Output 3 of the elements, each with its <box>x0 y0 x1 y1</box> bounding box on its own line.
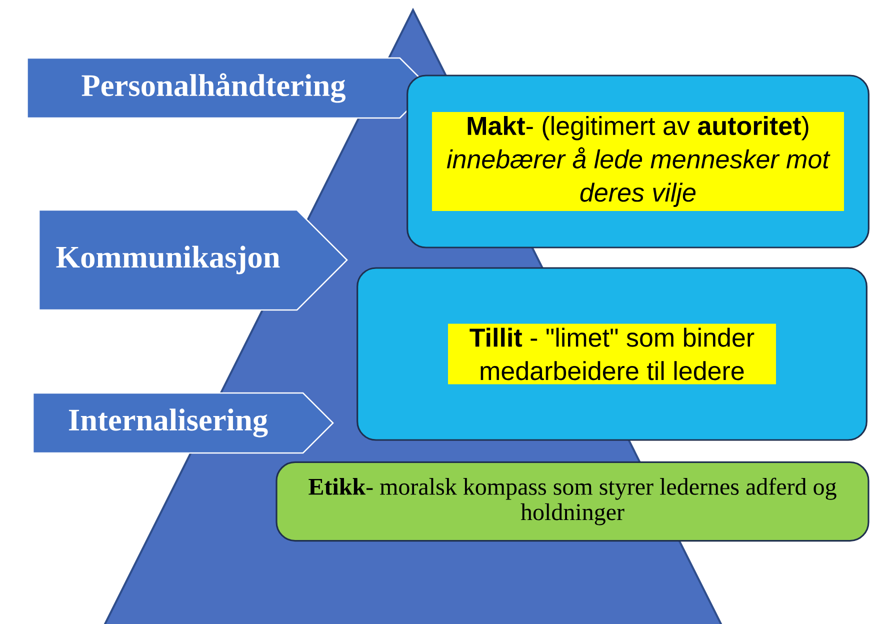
text-box: Etikk- moralsk kompass som styrer ledernes adferd og holdninger <box>276 461 870 542</box>
text-box: Tillit - "limet" som binder medarbeidere til ledere <box>356 267 868 441</box>
text-box: Makt- (legitimert av autoritet) innebærer å lede mennesker mot deres vilje <box>406 74 870 248</box>
